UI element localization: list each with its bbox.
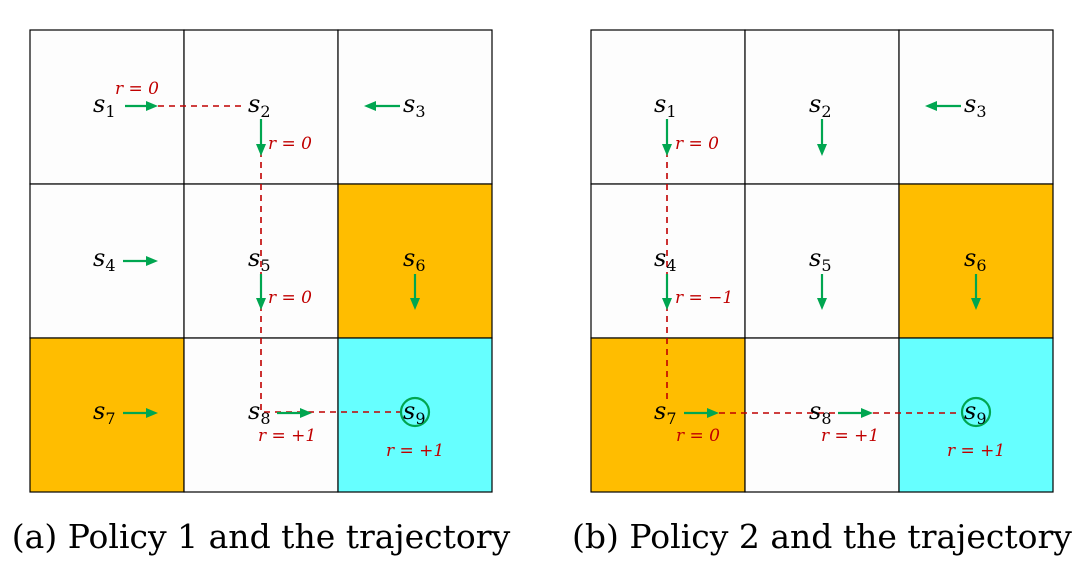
reward-label: r = +1 [386,441,444,461]
panel-a-grid [29,29,493,493]
action-arrow-right-icon [277,408,312,418]
caption-a: (a) Policy 1 and the trajectory [12,517,511,556]
cell-a-9 [337,337,493,493]
reward-label: r = +1 [258,426,316,446]
cell-a-1 [29,29,185,185]
cell-b-2 [744,29,900,185]
caption-b: (b) Policy 2 and the trajectory [572,517,1072,556]
action-arrow-down-icon [971,274,981,310]
action-arrow-down-icon [662,274,672,310]
action-arrow-left-icon [925,101,961,111]
reward-label: r = +1 [947,441,1005,461]
action-arrow-right-icon [684,408,719,418]
cell-b-8 [744,337,900,493]
action-arrow-right-icon [838,408,873,418]
cell-b-9 [898,337,1054,493]
cell-a-2 [183,29,339,185]
reward-label: r = 0 [675,134,719,154]
panel-a: s1 s2 s3 s4 s5 s6 s7 s8 s9 r = 0 r = 0 r… [12,29,511,556]
action-arrow-down-icon [256,274,266,310]
cell-b-4 [590,183,746,339]
actions-a [123,101,431,428]
reward-label: r = 0 [268,134,312,154]
cell-a-3 [337,29,493,185]
action-arrow-down-icon [256,119,266,156]
reward-label: r = 0 [115,79,159,99]
panel-b-grid [590,29,1054,493]
stay-circle-icon [960,396,992,428]
action-arrow-right-icon [123,256,158,266]
cell-b-1 [590,29,746,185]
action-arrow-left-icon [364,101,400,111]
action-arrow-down-icon [662,119,672,156]
cell-b-5 [744,183,900,339]
cell-b-3 [898,29,1054,185]
action-arrow-right-icon [123,408,158,418]
actions-b [662,101,992,428]
action-arrow-down-icon [817,274,827,310]
reward-label: r = 0 [676,426,720,446]
reward-label: r = 0 [268,288,312,308]
cell-a-7 [29,337,185,493]
cell-a-6 [337,183,493,339]
action-arrow-right-icon [125,101,158,111]
cell-a-4 [29,183,185,339]
action-arrow-down-icon [410,274,420,310]
reward-label: r = −1 [675,288,733,308]
action-arrow-down-icon [817,119,827,156]
rewards-a: r = 0 r = 0 r = 0 r = +1 r = +1 [115,79,444,461]
trajectory-a [158,105,400,413]
cell-b-7 [590,337,746,493]
stay-circle-icon [399,396,431,428]
reward-label: r = +1 [821,426,879,446]
panel-b: s1 s2 s3 s4 s5 s6 s7 s8 s9 r = 0 r = −1 … [572,29,1072,556]
rewards-b: r = 0 r = −1 r = 0 r = +1 r = +1 [675,134,1005,461]
